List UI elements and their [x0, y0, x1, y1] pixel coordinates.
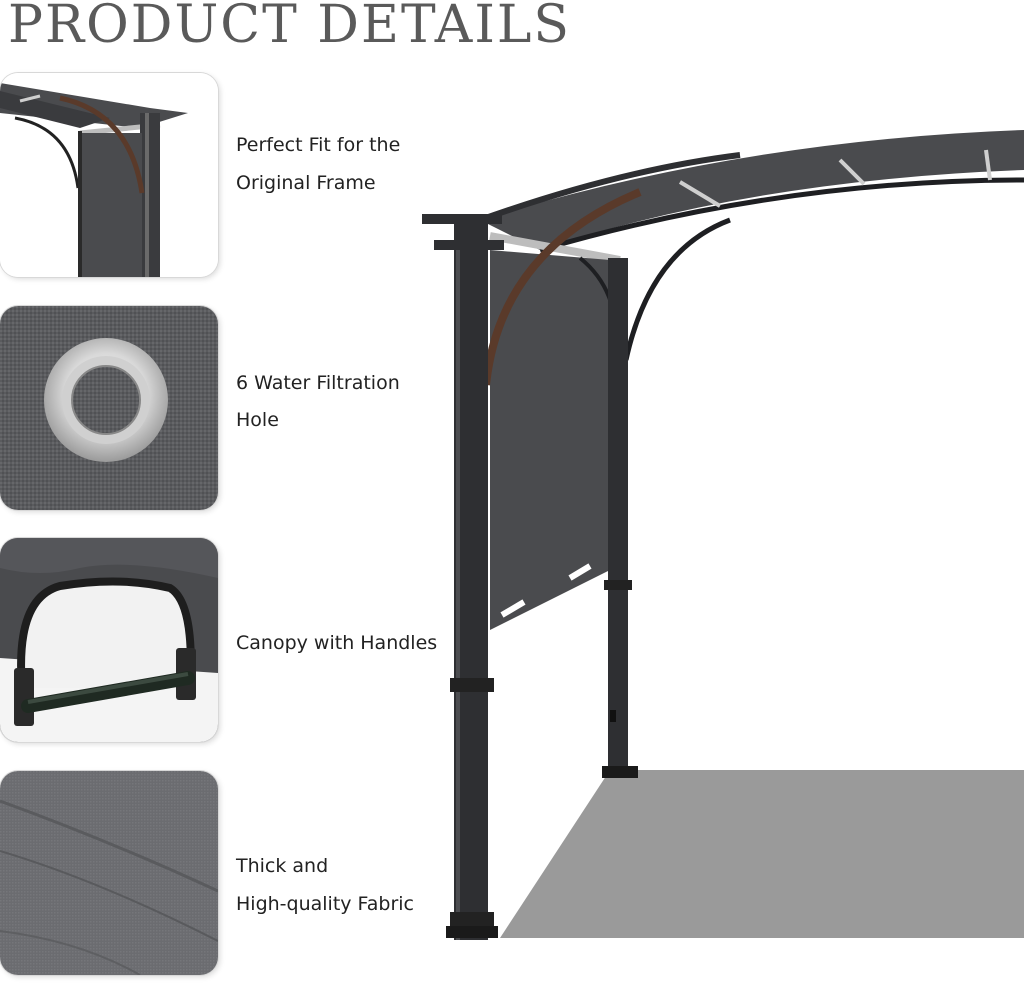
feature-4-line-2: High-quality Fabric [236, 893, 414, 915]
pergola-product-image [420, 110, 1024, 982]
feature-3-line-1: Canopy with Handles [236, 632, 438, 654]
feature-2-line-2: Hole [236, 409, 279, 431]
page-title: PRODUCT DETAILS [8, 0, 572, 55]
grommet-thumbnail [0, 306, 218, 510]
feature-2-line-1: 6 Water Filtration [236, 372, 400, 394]
pergola-corner-thumbnail [0, 73, 218, 277]
feature-1-line-2: Original Frame [236, 172, 376, 194]
feature-4-line-1: Thick and [236, 855, 329, 877]
feature-1-line-1: Perfect Fit for the [236, 134, 401, 156]
handle-thumbnail [0, 538, 218, 742]
fabric-thumbnail [0, 771, 218, 975]
